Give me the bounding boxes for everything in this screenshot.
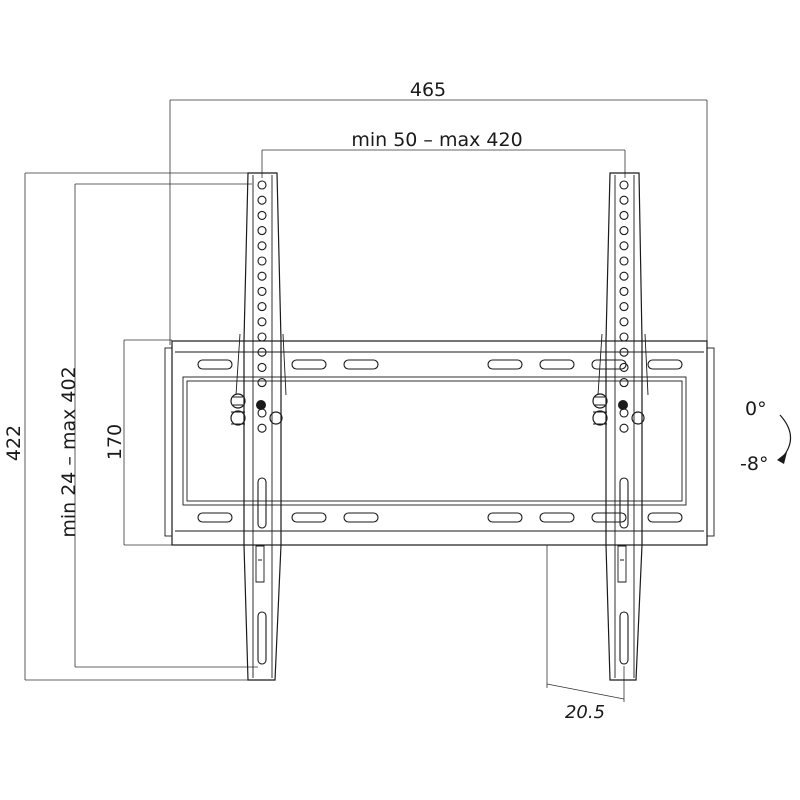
bracket-hole (257, 195, 267, 205)
bracket-hole (619, 210, 629, 220)
plate-slot (197, 512, 233, 523)
bracket-hole (257, 317, 267, 327)
bracket-hole (257, 271, 267, 281)
plate-slot (343, 359, 379, 370)
right-lock-screw (592, 410, 608, 426)
bracket-slot (619, 611, 629, 665)
bracket-hole (619, 226, 629, 236)
bracket-hole (257, 408, 267, 418)
bracket-slot (257, 611, 267, 665)
plate-slot (197, 359, 233, 370)
bracket-hole (619, 408, 629, 418)
left-bracket-holes (257, 180, 267, 433)
bracket-hole (257, 332, 267, 342)
bracket-hole (257, 210, 267, 220)
dimension-wall-distance: 20.5 (546, 545, 625, 723)
plate-slot (291, 512, 327, 523)
plate-slot (487, 359, 523, 370)
bracket-hole (619, 423, 629, 433)
left-bracket (230, 172, 287, 681)
tilt-lower-label: -8° (740, 453, 768, 475)
plate-slot (647, 359, 683, 370)
left-pivot-screw (269, 411, 283, 425)
plate-slot (591, 359, 627, 370)
bracket-hole (257, 362, 267, 372)
dimension-overall-width: 465 (169, 79, 708, 345)
plate-slot (487, 512, 523, 523)
tilt-indicator: 0° -8° (740, 398, 792, 475)
left-tilt-knob (230, 393, 246, 409)
plate-slots (197, 359, 683, 523)
plate-slot (539, 512, 575, 523)
bracket-hole (619, 180, 629, 190)
bracket-hole (257, 347, 267, 357)
tilt-arrow-icon (779, 414, 792, 459)
overall-width-label: 465 (410, 79, 446, 101)
bracket-hole (257, 256, 267, 266)
bracket-hole (619, 195, 629, 205)
bracket-slot (619, 477, 629, 529)
bracket-hole (257, 241, 267, 251)
bracket-hole (619, 302, 629, 312)
bracket-hole (619, 286, 629, 296)
left-lock-screw (230, 410, 246, 426)
right-bracket-slots (619, 477, 629, 665)
bracket-hole (257, 226, 267, 236)
wall-plate (164, 340, 715, 546)
bracket-hole (257, 286, 267, 296)
tilt-arrowhead-icon (777, 452, 787, 464)
bracket-hole (619, 347, 629, 357)
right-pivot-screw (631, 411, 645, 425)
plate-slot (647, 512, 683, 523)
dimension-vesa-horizontal: min 50 – max 420 (261, 129, 626, 178)
right-bracket-holes (619, 180, 629, 433)
vesa-vertical-label: min 24 – max 402 (58, 366, 80, 537)
bracket-hole (619, 241, 629, 251)
plate-slot (591, 512, 627, 523)
bracket-hole (619, 271, 629, 281)
left-bracket-slots (257, 477, 267, 665)
dimension-vesa-vertical: min 24 – max 402 (58, 183, 258, 668)
plate-slot (291, 359, 327, 370)
plate-height-label: 170 (104, 424, 126, 460)
right-bracket (592, 172, 649, 681)
bracket-hole (257, 423, 267, 433)
bracket-hole (619, 378, 629, 388)
plate-slot (539, 359, 575, 370)
bracket-hole (257, 302, 267, 312)
bracket-hole (619, 317, 629, 327)
bracket-slot (257, 477, 267, 529)
bracket-hole (619, 256, 629, 266)
bracket-hole (619, 362, 629, 372)
bracket-hole (257, 180, 267, 190)
right-tilt-knob (592, 393, 608, 409)
plate-slot (343, 512, 379, 523)
dimension-overall-height: 422 (3, 172, 248, 681)
bracket-hole (619, 332, 629, 342)
overall-height-label: 422 (3, 425, 25, 461)
right-bolt (618, 400, 628, 410)
wall-distance-label: 20.5 (565, 702, 605, 723)
dimension-plate-height: 170 (104, 339, 172, 546)
tilt-upper-label: 0° (745, 398, 767, 420)
bracket-hole (257, 378, 267, 388)
left-bolt (256, 400, 266, 410)
vesa-horizontal-label: min 50 – max 420 (351, 129, 522, 151)
